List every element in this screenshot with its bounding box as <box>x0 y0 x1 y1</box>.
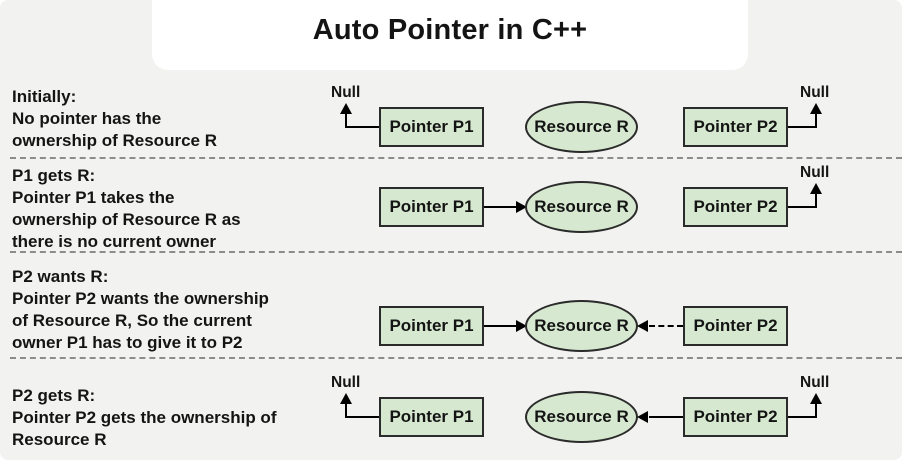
description-line: P1 gets R: <box>12 166 96 185</box>
node-label: Resource R <box>534 407 629 426</box>
row1-description: Initially: No pointer has the ownership … <box>12 86 217 152</box>
title-card: Auto Pointer in C++ <box>152 0 748 70</box>
pointer-p2-node: Pointer P2 <box>683 306 788 346</box>
description-line: there is no current owner <box>12 232 217 251</box>
connector-line <box>814 402 818 418</box>
pointer-p2-node: Pointer P2 <box>683 397 788 437</box>
null-label: Null <box>800 164 830 181</box>
resource-node: Resource R <box>525 181 638 233</box>
ownership-arrow-line <box>649 415 683 419</box>
right-arrow-icon <box>516 201 527 213</box>
description-line: Initially: <box>12 87 77 106</box>
up-arrow-icon <box>340 103 352 114</box>
description-line: ownership of Resource R as <box>12 210 241 229</box>
connector-line <box>344 112 348 128</box>
right-arrow-icon <box>516 320 527 332</box>
request-arrow-dashed-line <box>649 324 683 327</box>
resource-node: Resource R <box>525 101 638 153</box>
up-arrow-icon <box>810 103 822 114</box>
description-line: P2 wants R: <box>12 267 109 286</box>
node-label: Pointer P1 <box>389 117 474 136</box>
left-arrow-icon <box>637 411 648 423</box>
connector-line <box>788 415 817 419</box>
node-label: Pointer P2 <box>693 197 778 216</box>
node-label: Pointer P2 <box>693 407 778 426</box>
node-label: Pointer P1 <box>389 316 474 335</box>
up-arrow-icon <box>810 183 822 194</box>
connector-line <box>814 112 818 128</box>
row2-description: P1 gets R: Pointer P1 takes the ownershi… <box>12 165 241 253</box>
description-line: P2 gets R: <box>12 386 96 405</box>
up-arrow-icon <box>340 393 352 404</box>
row3-description: P2 wants R: Pointer P2 wants the ownersh… <box>12 266 269 354</box>
node-label: Pointer P2 <box>693 316 778 335</box>
ownership-arrow-line <box>484 205 517 209</box>
connector-line <box>814 192 818 208</box>
description-line: Pointer P2 gets the ownership of <box>12 408 277 427</box>
connector-line <box>346 125 379 129</box>
up-arrow-icon <box>810 393 822 404</box>
row-separator <box>10 251 902 253</box>
description-line: owner P1 has to give it to P2 <box>12 333 243 352</box>
pointer-p1-node: Pointer P1 <box>379 306 484 346</box>
description-line: Pointer P2 wants the ownership <box>12 289 269 308</box>
null-label: Null <box>331 374 361 391</box>
row4-description: P2 gets R: Pointer P2 gets the ownership… <box>12 385 276 451</box>
description-line: ownership of Resource R <box>12 131 217 150</box>
null-label: Null <box>331 84 361 101</box>
node-label: Resource R <box>534 197 629 216</box>
resource-node: Resource R <box>525 391 638 443</box>
pointer-p1-node: Pointer P1 <box>379 107 484 147</box>
resource-node: Resource R <box>525 300 638 352</box>
description-line: of Resource R, So the current <box>12 311 252 330</box>
node-label: Resource R <box>534 316 629 335</box>
pointer-p2-node: Pointer P2 <box>683 107 788 147</box>
description-line: Resource R <box>12 430 107 449</box>
page-title: Auto Pointer in C++ <box>312 14 588 46</box>
left-arrow-icon <box>637 320 648 332</box>
pointer-p2-node: Pointer P2 <box>683 187 788 227</box>
null-label: Null <box>800 374 830 391</box>
pointer-p1-node: Pointer P1 <box>379 397 484 437</box>
description-line: Pointer P1 takes the <box>12 188 175 207</box>
pointer-p1-node: Pointer P1 <box>379 187 484 227</box>
null-label: Null <box>800 84 830 101</box>
node-label: Pointer P1 <box>389 197 474 216</box>
connector-line <box>788 205 817 209</box>
row-separator <box>10 157 902 159</box>
connector-line <box>344 402 348 418</box>
connector-line <box>346 415 379 419</box>
connector-line <box>788 125 817 129</box>
node-label: Resource R <box>534 117 629 136</box>
ownership-arrow-line <box>484 324 517 328</box>
row-separator <box>10 357 902 359</box>
description-line: No pointer has the <box>12 109 162 128</box>
node-label: Pointer P2 <box>693 117 778 136</box>
node-label: Pointer P1 <box>389 407 474 426</box>
